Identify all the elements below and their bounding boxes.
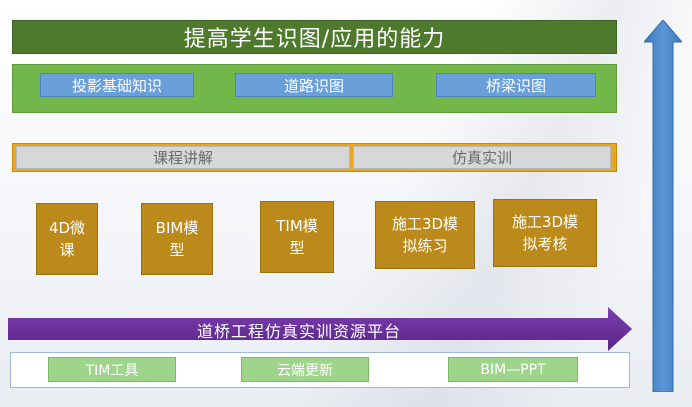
- module-card-line: 拟练习: [402, 237, 448, 255]
- module-card-line: 4D微: [48, 219, 86, 237]
- module-card-tim-model: TIM模 型: [260, 201, 334, 273]
- module-card-4d-microcourse: 4D微 课: [36, 203, 98, 275]
- up-arrow-icon: [644, 20, 682, 392]
- knowledge-item-projection-basics: 投影基础知识: [40, 73, 194, 97]
- tool-item-cloud-update: 云端更新: [241, 357, 369, 382]
- module-card-line: 拟考核: [522, 235, 568, 253]
- course-item-lecture: 课程讲解: [16, 146, 350, 169]
- module-card-bim-model: BIM模 型: [141, 203, 213, 275]
- module-card-construction-3d-practice: 施工3D模 拟练习: [375, 201, 475, 269]
- module-card-line: 型: [169, 241, 185, 259]
- knowledge-item-bridge-drawing: 桥梁识图: [436, 73, 596, 97]
- course-item-simulation-training: 仿真实训: [353, 146, 611, 169]
- knowledge-item-road-drawing: 道路识图: [235, 73, 393, 97]
- module-card-line: 课: [59, 241, 75, 259]
- tool-item-tim-tool: TIM工具: [48, 357, 176, 382]
- platform-arrow: [8, 307, 632, 351]
- platform-label: 道桥工程仿真实训资源平台: [196, 322, 401, 341]
- module-card-line: TIM模: [276, 217, 318, 235]
- module-card-construction-3d-exam: 施工3D模 拟考核: [493, 199, 597, 267]
- module-card-line: 型: [289, 239, 305, 257]
- tool-item-bim-ppt: BIM—PPT: [448, 357, 578, 382]
- module-card-line: 施工3D模: [391, 215, 459, 233]
- page-title: 提高学生识图/应用的能力: [12, 20, 617, 54]
- module-card-line: 施工3D模: [511, 213, 579, 231]
- module-card-line: BIM模: [155, 219, 199, 237]
